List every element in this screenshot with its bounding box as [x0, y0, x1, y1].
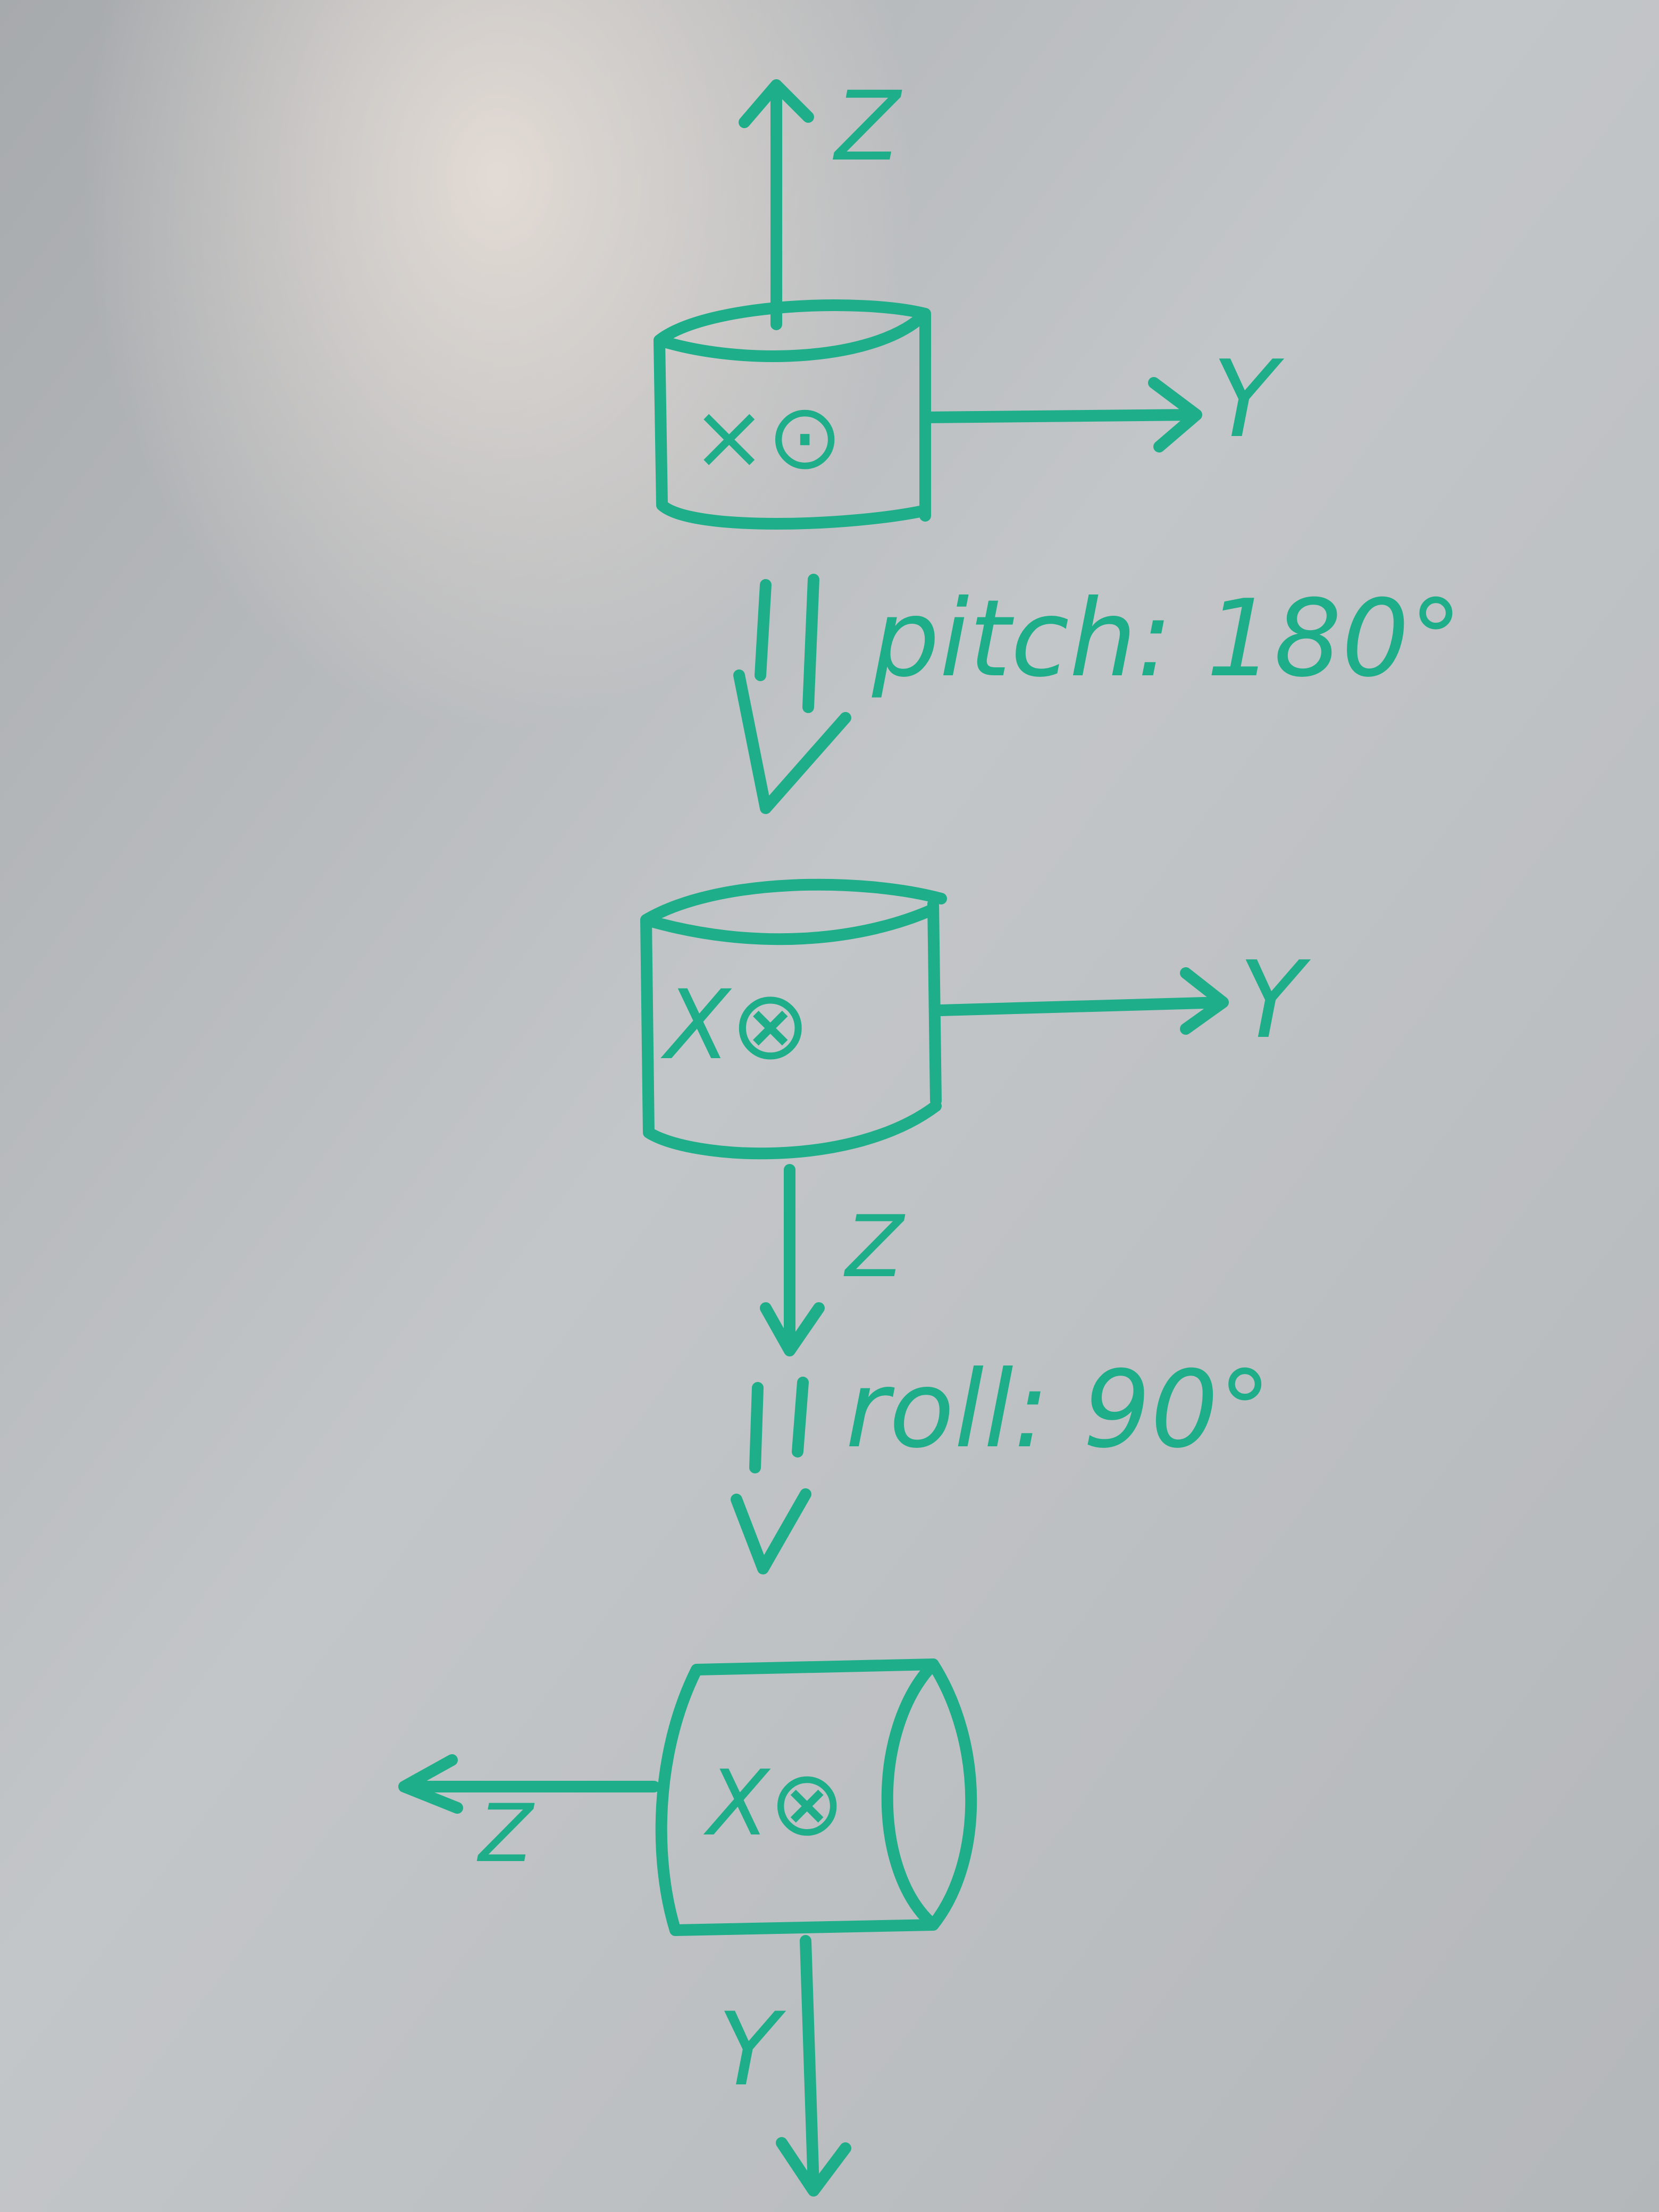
- stage2-y-axis-arrow: [935, 967, 1229, 1035]
- stage1-frame: Z ×⊙ Y: [653, 71, 1285, 530]
- step1-rotation-label: pitch: 180°: [872, 577, 1462, 701]
- stage3-y-axis-label: Y: [718, 1991, 786, 2108]
- step1-transition: pitch: 180°: [733, 574, 1462, 814]
- stage1-y-axis-arrow: [922, 377, 1202, 453]
- stage2-y-axis-label: Y: [1239, 939, 1311, 1062]
- stage3-cylinder: [655, 1658, 977, 1936]
- step2-rotation-label: roll: 90°: [845, 1348, 1271, 1472]
- stage1-cylinder: [653, 299, 931, 530]
- stage2-z-axis-arrow: [760, 1164, 825, 1356]
- stage3-z-axis-arrow: [398, 1754, 660, 1814]
- step1-double-arrow-icon: [733, 574, 851, 814]
- step2-double-arrow-icon: [731, 1377, 811, 1574]
- stage2-frame: X⊗ Y Z: [640, 878, 1311, 1356]
- stage2-cylinder: [640, 878, 947, 1160]
- stage3-z-axis-label: Z: [476, 1788, 535, 1880]
- stage1-y-axis-label: Y: [1212, 338, 1285, 462]
- step2-transition: roll: 90°: [731, 1348, 1271, 1574]
- stage1-axis-symbol: ×⊙: [691, 384, 843, 490]
- stage3-frame: X⊗ Z Y: [398, 1658, 977, 2197]
- stage1-z-axis-arrow: [739, 79, 814, 330]
- stage2-z-axis-label: Z: [843, 1197, 906, 1296]
- stage3-y-axis-arrow: [776, 1935, 851, 2197]
- stage3-axis-symbol: X⊗: [703, 1751, 845, 1856]
- stage2-axis-symbol: X⊗: [660, 970, 810, 1081]
- stage1-z-axis-label: Z: [833, 71, 902, 182]
